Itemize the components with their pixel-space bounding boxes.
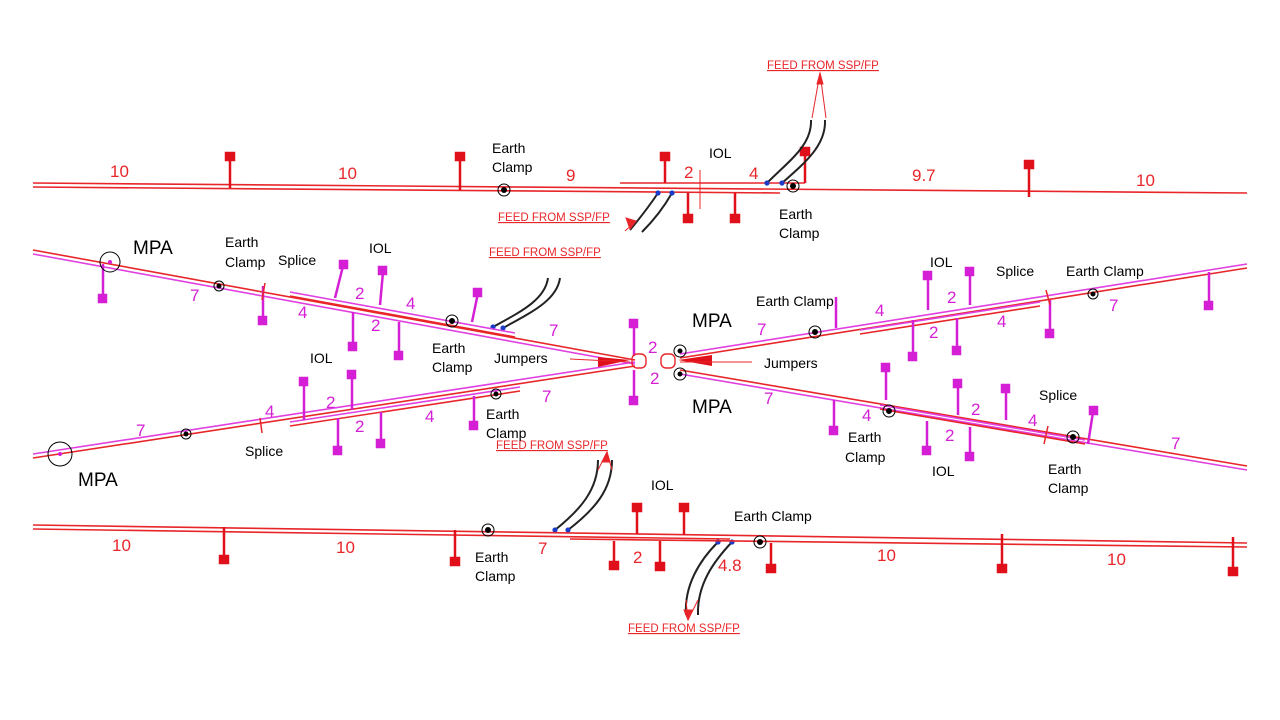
insulator-icon (490, 180, 785, 545)
span-label: 4 (875, 301, 884, 320)
span-label: 2 (355, 284, 364, 303)
earth-clamp-label: Earth Clamp (734, 508, 812, 524)
span-label: 2 (684, 163, 693, 182)
span-label: 10 (336, 538, 355, 557)
earth-label: Earth (432, 340, 465, 356)
span-label: 7 (542, 387, 551, 406)
span-label: 7 (549, 321, 558, 340)
clamp-label: Clamp (486, 425, 527, 441)
iol-label: IOL (651, 477, 674, 493)
span-label: 2 (633, 548, 642, 567)
span-label: 2 (355, 417, 364, 436)
span-label: 7 (1171, 434, 1180, 453)
splice-label: Splice (245, 443, 283, 459)
span-label: 10 (1107, 550, 1126, 569)
feed-label: FEED FROM SSP/FP (489, 247, 601, 259)
earth-clamp-label: Earth Clamp (756, 293, 834, 309)
iol-label: IOL (930, 254, 953, 270)
span-label: 4 (298, 303, 307, 322)
feed-label: FEED FROM SSP/FP (498, 212, 610, 224)
diagonal-a (32, 249, 1248, 471)
jumpers-label: Jumpers (764, 355, 818, 371)
mpa-label: MPA (78, 470, 118, 491)
span-label: 7 (764, 389, 773, 408)
earth-clamp-label: Earth Clamp (1066, 263, 1144, 279)
span-label: 10 (877, 546, 896, 565)
jumpers-label: Jumpers (494, 350, 548, 366)
iol-label: IOL (310, 350, 333, 366)
mpa-icon (47, 251, 687, 467)
earth-label: Earth (848, 429, 881, 445)
jumper-icon (569, 353, 752, 369)
span-label: 10 (1136, 171, 1155, 190)
span-label: 10 (338, 164, 357, 183)
earth-clamp-icon (481, 523, 767, 549)
span-label: 7 (757, 320, 766, 339)
span-label: 2 (971, 400, 980, 419)
clamp-label: Clamp (779, 225, 820, 241)
span-label: 2 (947, 288, 956, 307)
clamp-label: Clamp (492, 159, 533, 175)
clamp-label: Clamp (432, 359, 473, 375)
earth-label: Earth (1048, 461, 1081, 477)
span-label: 10 (112, 536, 131, 555)
span-label: 9 (566, 166, 575, 185)
mpa-label: MPA (133, 238, 173, 259)
span-label: 2 (650, 369, 659, 388)
bottom-track (32, 524, 1248, 548)
diagonal-b (32, 263, 1248, 459)
mpa-label: MPA (692, 397, 732, 418)
span-label: 4 (749, 164, 758, 183)
earth-label: Earth (492, 140, 525, 156)
earth-label: Earth (475, 549, 508, 565)
bottom-masts (218, 502, 1239, 577)
span-label: 4 (862, 406, 871, 425)
span-label: 7 (538, 539, 547, 558)
diagonal-masts (97, 259, 1214, 462)
span-label: 4 (265, 402, 274, 421)
span-label: 4.8 (718, 556, 742, 575)
clamp-label: Clamp (845, 449, 886, 465)
span-label: 4 (425, 407, 434, 426)
splice-label: Splice (278, 252, 316, 268)
span-label: 2 (929, 323, 938, 342)
feed-label: FEED FROM SSP/FP (767, 60, 879, 72)
feed-label: FEED FROM SSP/FP (628, 623, 740, 635)
earth-label: Earth (225, 234, 258, 250)
iol-label: IOL (709, 145, 732, 161)
earth-label: Earth (486, 406, 519, 422)
span-label: 10 (110, 162, 129, 181)
span-label: 4 (1028, 411, 1037, 430)
span-label: 2 (326, 393, 335, 412)
span-label: 7 (1109, 296, 1118, 315)
splice-tick (259, 282, 1051, 445)
span-label: 7 (136, 421, 145, 440)
span-label: 9.7 (912, 166, 936, 185)
iol-label: IOL (369, 240, 392, 256)
mpa-label: MPA (692, 311, 732, 332)
iol-label: IOL (932, 463, 955, 479)
span-label: 4 (406, 294, 415, 313)
clamp-label: Clamp (475, 568, 516, 584)
clamp-label: Clamp (1048, 480, 1089, 496)
top-track (32, 182, 1248, 194)
span-label: 2 (648, 338, 657, 357)
span-label: 7 (190, 286, 199, 305)
earth-clamp-icon (497, 179, 800, 197)
span-label: 4 (997, 312, 1006, 331)
feed-arrow (597, 71, 827, 622)
splice-label: Splice (996, 263, 1034, 279)
earth-clamp-icon (180, 280, 1099, 444)
splice-label: Splice (1039, 387, 1077, 403)
top-masts (224, 146, 1035, 224)
clamp-label: Clamp (225, 254, 266, 270)
span-label: 2 (945, 426, 954, 445)
earth-label: Earth (779, 206, 812, 222)
span-label: 2 (371, 316, 380, 335)
feed-label: FEED FROM SSP/FP (496, 440, 608, 452)
